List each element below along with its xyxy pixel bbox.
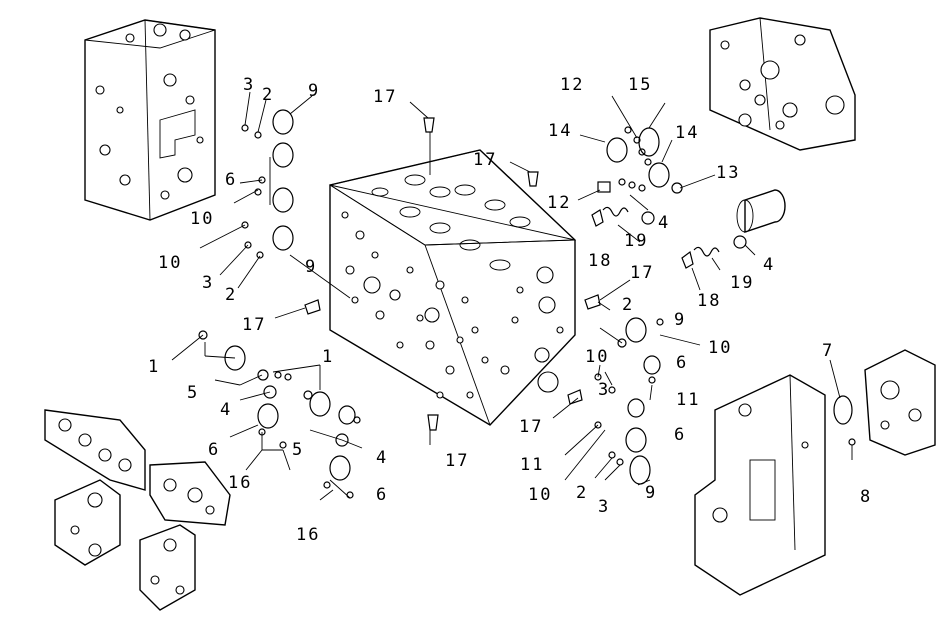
callout-17: 17 <box>630 263 654 283</box>
callout-6: 6 <box>376 485 388 505</box>
callout-1: 1 <box>148 357 160 377</box>
callout-4: 4 <box>658 213 670 233</box>
callout-9: 9 <box>674 310 686 330</box>
callout-4: 4 <box>376 448 388 468</box>
callout-12: 12 <box>547 193 571 213</box>
callout-11: 11 <box>676 390 700 410</box>
callout-3: 3 <box>598 497 610 517</box>
callout-labels: 3 2 9 6 10 10 3 2 9 17 17 17 1 1 5 4 6 5… <box>148 75 872 545</box>
plug-cylinder <box>736 189 786 233</box>
callout-9: 9 <box>308 81 320 101</box>
callout-4: 4 <box>220 400 232 420</box>
callout-3: 3 <box>202 273 214 293</box>
callout-11: 11 <box>520 455 544 475</box>
callout-12: 12 <box>560 75 584 95</box>
callout-6: 6 <box>674 425 686 445</box>
section-block-top-right <box>709 17 856 151</box>
callout-2: 2 <box>262 85 274 105</box>
callout-5: 5 <box>187 383 199 403</box>
callout-10: 10 <box>190 209 214 229</box>
callout-17: 17 <box>242 315 266 335</box>
small-parts <box>198 109 856 499</box>
section-block-top-left <box>84 19 216 221</box>
callout-10: 10 <box>585 347 609 367</box>
main-valve-block <box>328 149 577 426</box>
callout-2: 2 <box>576 483 588 503</box>
callout-17: 17 <box>445 451 469 471</box>
cover-bottom-left-4 <box>139 524 196 611</box>
callout-9: 9 <box>645 483 657 503</box>
callout-15: 15 <box>628 75 652 95</box>
callout-14: 14 <box>548 121 572 141</box>
callout-1: 1 <box>322 347 334 367</box>
callout-18: 18 <box>697 291 721 311</box>
callout-10: 10 <box>528 485 552 505</box>
pilot-cover-right <box>864 349 936 456</box>
callout-19: 19 <box>624 231 648 251</box>
callout-13: 13 <box>716 163 740 183</box>
callout-6: 6 <box>225 170 237 190</box>
callout-5: 5 <box>292 440 304 460</box>
callout-10: 10 <box>708 338 732 358</box>
callout-7: 7 <box>822 341 834 361</box>
callout-8: 8 <box>860 487 872 507</box>
callout-2: 2 <box>622 295 634 315</box>
end-cover-bottom-right <box>694 374 826 596</box>
callout-4: 4 <box>763 255 775 275</box>
callout-17: 17 <box>473 150 497 170</box>
callout-16: 16 <box>296 525 320 545</box>
callout-6: 6 <box>208 440 220 460</box>
cover-bottom-left-1 <box>44 409 146 491</box>
callout-19: 19 <box>730 273 754 293</box>
callout-6: 6 <box>676 353 688 373</box>
callout-14: 14 <box>675 123 699 143</box>
callout-17: 17 <box>373 87 397 107</box>
callout-2: 2 <box>225 285 237 305</box>
callout-16: 16 <box>228 473 252 493</box>
leader-lines <box>171 91 853 501</box>
callout-18: 18 <box>588 251 612 271</box>
callout-3: 3 <box>598 380 610 400</box>
callout-3: 3 <box>243 75 255 95</box>
callout-9: 9 <box>305 257 317 277</box>
callout-17: 17 <box>519 417 543 437</box>
callout-10: 10 <box>158 253 182 273</box>
cover-bottom-left-2 <box>149 461 231 526</box>
cover-bottom-left-3 <box>54 479 121 566</box>
